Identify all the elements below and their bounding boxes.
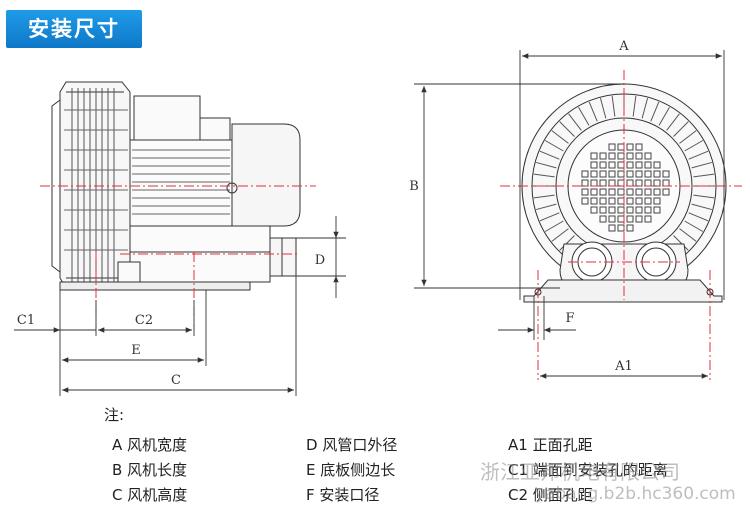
side-dimension-lines xyxy=(14,216,346,396)
dim-label-E: E xyxy=(131,343,141,358)
legend-col3-item: C1 端面到安装孔的距离 xyxy=(508,461,668,479)
front-radial-ribs xyxy=(533,95,715,251)
dim-label-A: A xyxy=(618,39,629,54)
legend-col3-item: A1 正面孔距 xyxy=(508,436,593,454)
dim-label-C: C xyxy=(171,373,181,388)
legend-col3-item: C2 侧面孔距 xyxy=(508,486,593,504)
side-centerlines xyxy=(40,185,316,330)
legend-col1-item: C 风机高度 xyxy=(112,486,188,504)
dim-label-F: F xyxy=(565,311,574,326)
front-dimension-lines xyxy=(414,50,725,379)
dim-label-A1: A1 xyxy=(614,359,633,374)
side-terminal-box xyxy=(133,95,201,141)
legend-col1-item: A 风机宽度 xyxy=(112,436,188,454)
watermark-company: 浙江亚邦机电有限公司 xyxy=(480,460,680,484)
dim-label-C2: C2 xyxy=(135,313,153,328)
side-motor-body xyxy=(129,139,233,227)
legend-col2-item: F 安装口径 xyxy=(306,486,380,504)
legend-col2-item: D 风管口外径 xyxy=(306,436,398,454)
legend-col1-item: B 风机长度 xyxy=(112,461,188,479)
side-housing-hrib xyxy=(64,109,128,251)
dim-label-C1: C1 xyxy=(17,313,35,328)
side-base-plate xyxy=(59,281,251,291)
watermark-url: yabang.b2b.hc360.com xyxy=(535,484,736,504)
side-motor-endcap xyxy=(231,123,301,227)
front-base-feet xyxy=(523,279,723,303)
dim-label-D: D xyxy=(315,253,325,268)
section-title: 安装尺寸 xyxy=(28,17,120,41)
dim-label-B: B xyxy=(409,179,419,194)
side-dimension-text: D C1 C2 E C xyxy=(17,253,325,388)
front-dimension-text: A B F A1 xyxy=(409,39,633,374)
side-housing xyxy=(59,81,131,289)
note-label: 注: xyxy=(104,406,125,424)
section-title-badge: 安装尺寸 xyxy=(6,10,142,48)
legend-col2-item: E 底板侧边长 xyxy=(306,461,396,479)
